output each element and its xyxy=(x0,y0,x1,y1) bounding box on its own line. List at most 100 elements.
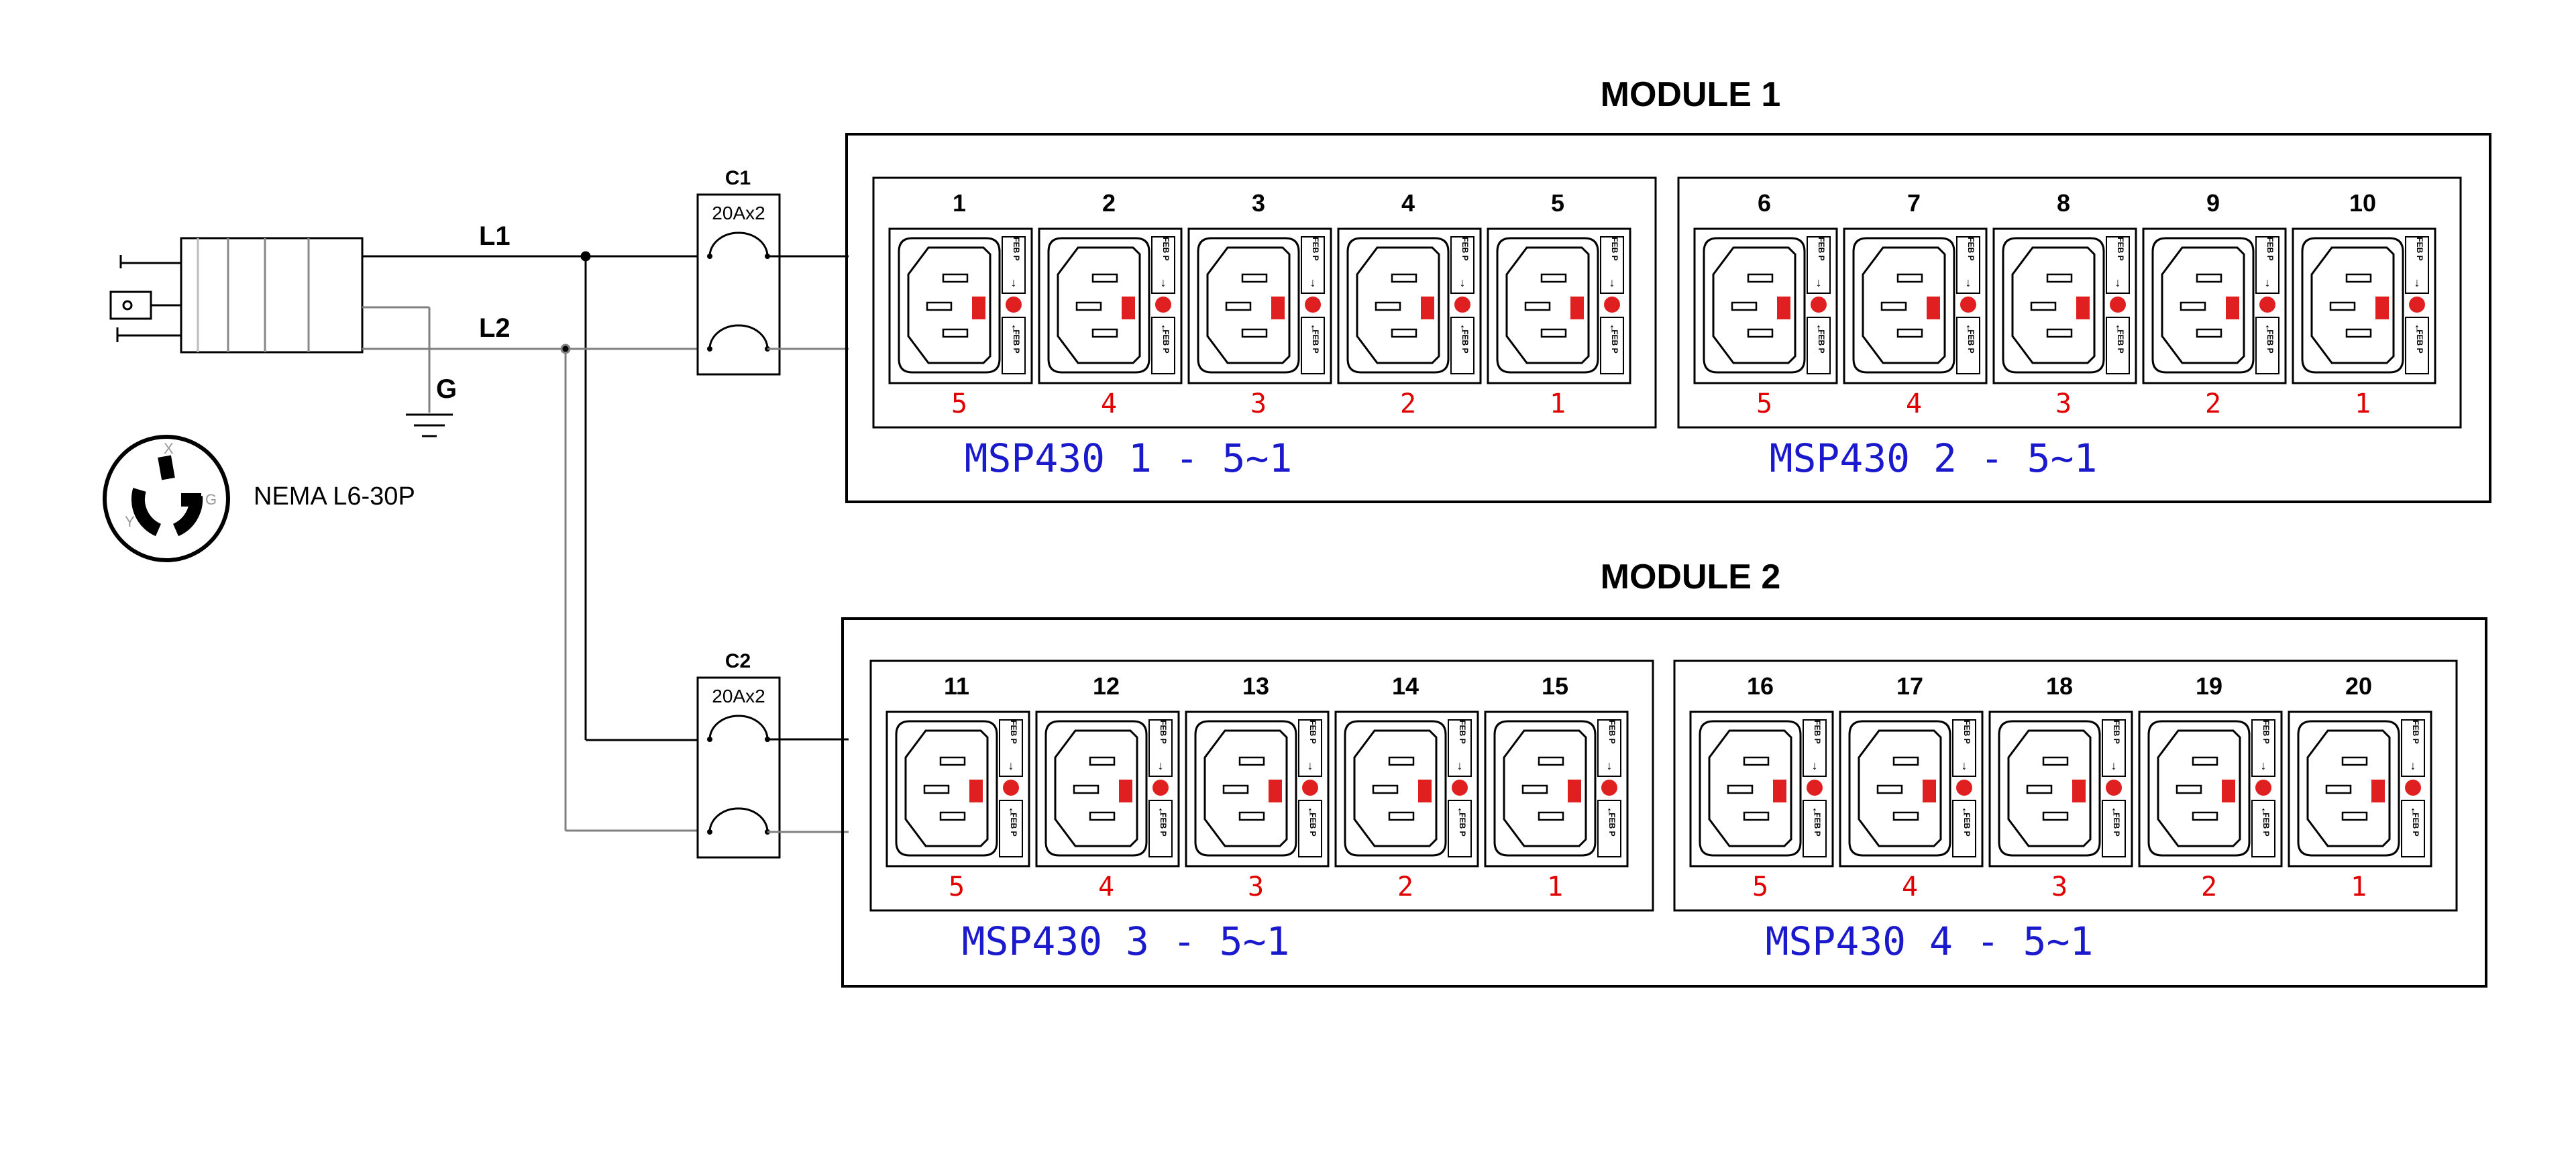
breaker-switch-icon xyxy=(707,715,849,742)
power-indicator xyxy=(1568,780,1581,802)
outlet-5: FEB P↓↑FEB P xyxy=(1487,227,1631,384)
outlet-number: 4 xyxy=(1401,189,1415,217)
status-led xyxy=(2409,297,2425,313)
fuse-top xyxy=(1600,236,1624,294)
fuse-bottom-label: FEB P xyxy=(1009,812,1018,836)
fuse-top-label: FEB P xyxy=(1311,237,1320,260)
fuse-bottom xyxy=(2102,800,2126,857)
status-led xyxy=(1454,297,1470,313)
power-indicator xyxy=(1570,297,1584,319)
outlet-number: 12 xyxy=(1093,672,1120,700)
outlet-number: 17 xyxy=(1896,672,1923,700)
port-number: 4 xyxy=(1098,872,1114,902)
power-indicator xyxy=(1271,297,1285,319)
port-number: 2 xyxy=(2201,872,2217,902)
power-indicator xyxy=(1777,297,1790,319)
status-led xyxy=(1601,780,1617,796)
arrow-down-icon: ↓ xyxy=(2265,276,2271,289)
outlet-18: FEB P↓↑FEB P xyxy=(1988,711,2133,868)
fuse-bottom-label: FEB P xyxy=(2411,812,2420,836)
fuse-top-label: FEB P xyxy=(1460,237,1470,260)
arrow-down-icon: ↓ xyxy=(1457,759,1463,772)
port-number: 3 xyxy=(2055,388,2072,419)
outlet-number: 2 xyxy=(1102,189,1116,217)
l2-label: L2 xyxy=(479,313,511,343)
fuse-bottom-label: FEB P xyxy=(2265,329,2275,353)
status-led xyxy=(2255,780,2271,796)
fuse-top xyxy=(1807,236,1831,294)
power-indicator xyxy=(1122,297,1135,319)
status-led xyxy=(2106,780,2122,796)
fuse-top-label: FEB P xyxy=(2415,237,2424,260)
breaker-box xyxy=(696,193,781,376)
arrow-down-icon: ↓ xyxy=(1966,276,1972,289)
c13-socket-icon xyxy=(1344,720,1447,857)
outlet-19: FEB P↓↑FEB P xyxy=(2138,711,2283,868)
fuse-bottom xyxy=(1148,800,1173,857)
fuse-top xyxy=(1597,719,1621,777)
fuse-bottom xyxy=(1597,800,1621,857)
breaker-switch-icon xyxy=(707,807,849,835)
outlet-number: 1 xyxy=(953,189,966,217)
breaker-rating: 20Ax2 xyxy=(712,203,765,223)
fuse-top xyxy=(1148,719,1173,777)
fuse-bottom-label: FEB P xyxy=(1159,812,1168,836)
outlet-number: 14 xyxy=(1392,672,1419,700)
fuse-bottom-label: FEB P xyxy=(2415,329,2424,353)
outlet-number: 8 xyxy=(2057,189,2070,217)
c13-socket-icon xyxy=(1194,720,1297,857)
c13-socket-icon xyxy=(898,237,1001,374)
plug-prongs xyxy=(109,255,181,342)
arrow-down-icon: ↓ xyxy=(1310,276,1316,289)
status-led xyxy=(1604,297,1620,313)
port-number: 4 xyxy=(1906,388,1922,419)
outlet-10: FEB P↓↑FEB P xyxy=(2292,227,2436,384)
c13-socket-icon xyxy=(2002,237,2105,374)
fuse-bottom xyxy=(2255,317,2279,374)
port-number: 2 xyxy=(1397,872,1413,902)
port-number: 1 xyxy=(2351,872,2367,902)
outlet-number: 9 xyxy=(2206,189,2220,217)
fuse-top xyxy=(2401,719,2425,777)
outlet-group-frame xyxy=(872,176,1657,429)
fuse-top xyxy=(2106,236,2130,294)
outlet-group-frame xyxy=(1673,660,2458,912)
arrow-up-icon: ↑ xyxy=(1966,321,1972,335)
power-indicator xyxy=(2371,780,2385,802)
fuse-bottom-label: FEB P xyxy=(1813,812,1822,836)
port-number: 5 xyxy=(951,388,967,419)
arrow-down-icon: ↓ xyxy=(2414,276,2420,289)
outlet-number: 15 xyxy=(1542,672,1568,700)
fuse-bottom xyxy=(1956,317,1980,374)
fuse-top xyxy=(1151,236,1175,294)
arrow-up-icon: ↑ xyxy=(1812,804,1818,818)
arrow-down-icon: ↓ xyxy=(1161,276,1167,289)
l2-wire xyxy=(362,344,724,832)
module-frame xyxy=(841,617,2487,988)
fuse-bottom xyxy=(2106,317,2130,374)
fuse-bottom xyxy=(1151,317,1175,374)
fuse-bottom-label: FEB P xyxy=(1311,329,1320,353)
group-label: MSP430 1 - 5~1 xyxy=(965,435,1293,481)
group-label: MSP430 2 - 5~1 xyxy=(1770,435,2098,481)
outlet-1: FEB P↓↑FEB P xyxy=(888,227,1033,384)
breaker-rating: 20Ax2 xyxy=(712,686,765,706)
fuse-bottom-label: FEB P xyxy=(2112,812,2121,836)
fuse-top-label: FEB P xyxy=(1009,720,1018,743)
ground-wire xyxy=(362,306,431,413)
outlet-12: FEB P↓↑FEB P xyxy=(1035,711,1180,868)
plug-pin-y: Y xyxy=(125,513,135,530)
outlet-group-frame xyxy=(869,660,1654,912)
c13-socket-icon xyxy=(895,720,998,857)
status-led xyxy=(1006,297,1022,313)
power-indicator xyxy=(2375,297,2389,319)
port-number: 1 xyxy=(1547,872,1563,902)
arrow-up-icon: ↑ xyxy=(1460,321,1466,335)
arrow-up-icon: ↑ xyxy=(2410,804,2416,818)
port-number: 1 xyxy=(2355,388,2371,419)
